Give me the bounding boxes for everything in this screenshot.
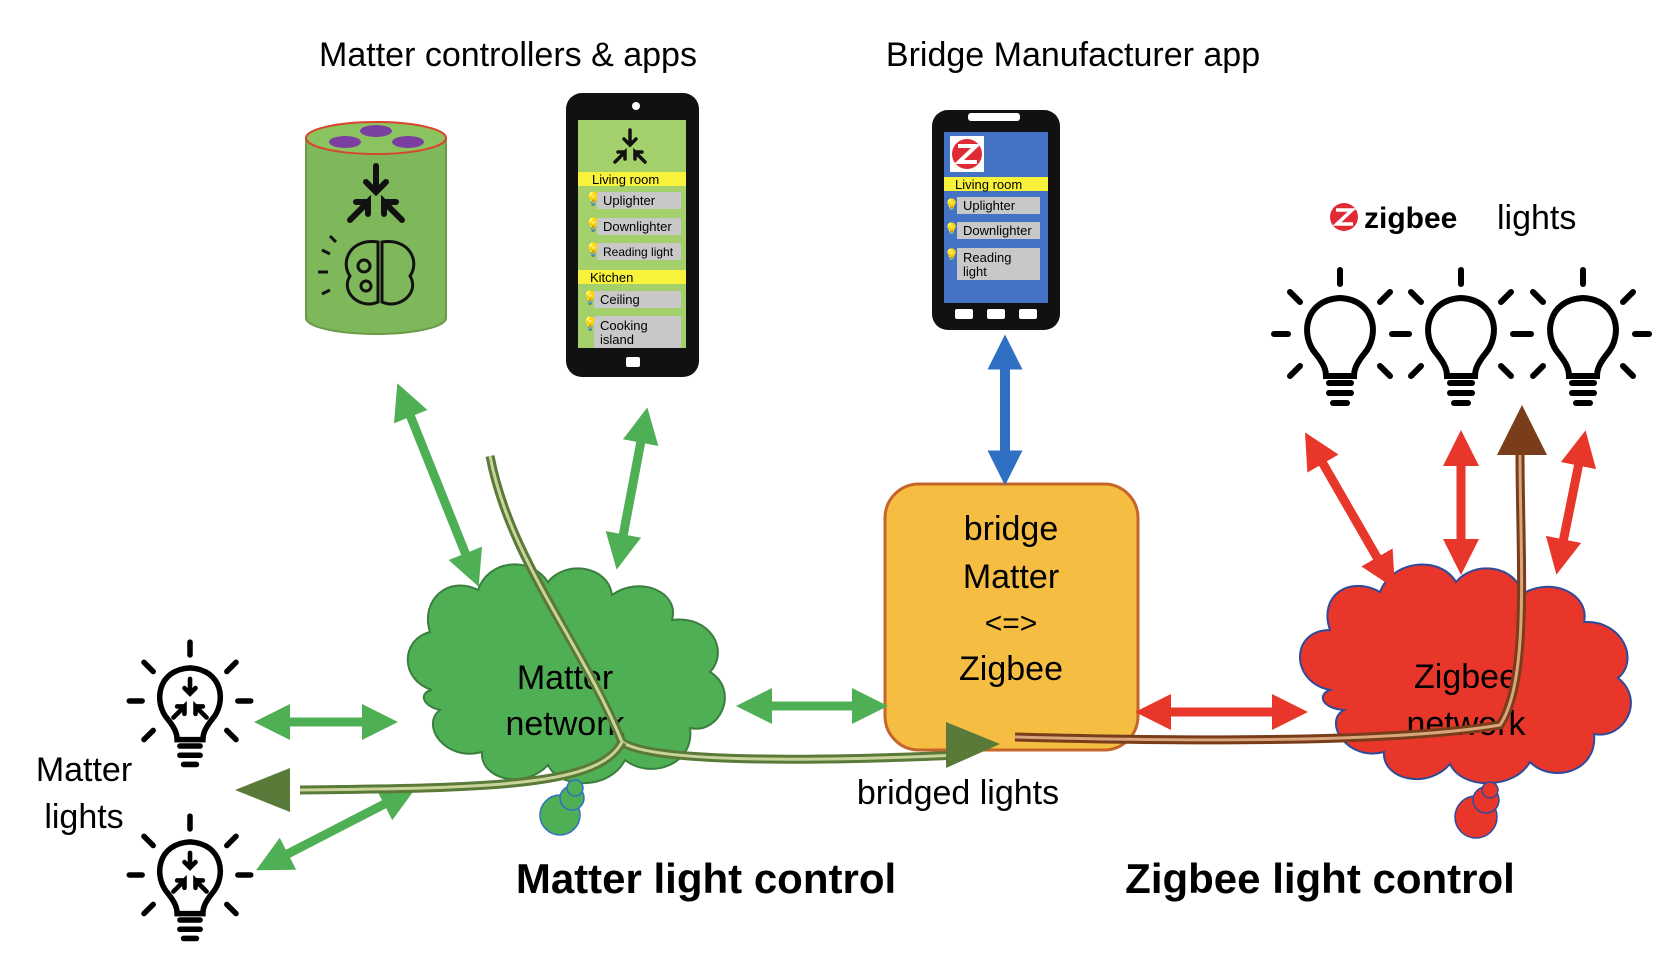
app-device-reading-light[interactable]: 💡 Reading light (585, 242, 681, 260)
bridge-app-device-uplighter[interactable]: 💡 Uplighter (944, 197, 1040, 214)
zigbee-heading: zigbee lights (1330, 199, 1576, 237)
app-device-ceiling[interactable]: 💡 Ceiling (582, 290, 681, 308)
zigbee-brand-text: zigbee (1364, 202, 1457, 235)
matter-lights-label: lights (44, 798, 123, 836)
bridged-lights-label: bridged lights (857, 774, 1059, 812)
zigbee-control-label: Zigbee light control (1125, 855, 1515, 902)
matter-app-phone[interactable]: Living room 💡 Uplighter 💡 Downlighter 💡 … (566, 93, 699, 377)
device-label: Downlighter (603, 219, 672, 234)
bulb-icon: 💡 (944, 198, 959, 212)
bridge-line: Matter (963, 558, 1059, 596)
zigbee-network-cloud: Zigbee network (1299, 563, 1632, 839)
device-label: light (963, 264, 987, 279)
device-label: Reading light (603, 245, 674, 259)
bulb-icon: 💡 (944, 248, 959, 262)
matter-lights-label: Matter (36, 751, 132, 789)
bridge-box: bridge Matter <=> Zigbee (883, 482, 1140, 752)
app-device-cooking-island[interactable]: 💡 Cooking island (582, 316, 681, 348)
device-label: Reading (963, 250, 1011, 265)
zigbee-link-arrows (1135, 430, 1597, 730)
zigbee-lights-heading: lights (1497, 199, 1576, 237)
app-room-living: Living room (592, 172, 659, 187)
bridge-line: <=> (985, 607, 1038, 640)
matter-logo-icon (613, 128, 647, 164)
device-label: Cooking (600, 318, 648, 333)
bridge-app-device-reading-light[interactable]: 💡 Reading light (944, 248, 1040, 280)
device-label: island (600, 332, 634, 347)
app-device-downlighter[interactable]: 💡 Downlighter (585, 217, 681, 235)
matter-control-flow (235, 455, 1000, 812)
manufacturer-app-heading: Bridge Manufacturer app (886, 36, 1260, 74)
app-room-kitchen: Kitchen (590, 270, 633, 285)
zigbee-cloud-label: Zigbee (1414, 658, 1518, 696)
device-label: Downlighter (963, 223, 1032, 238)
matter-network-cloud: Matter network (406, 563, 726, 836)
zigbee-bulb-icon (1271, 267, 1409, 406)
zigbee-logo-icon (950, 136, 984, 172)
matter-link-arrows (254, 383, 888, 871)
bridge-line: Zigbee (959, 650, 1063, 688)
app-device-uplighter[interactable]: 💡 Uplighter (585, 191, 681, 209)
bridge-app-device-downlighter[interactable]: 💡 Downlighter (944, 222, 1040, 239)
zigbee-control-flow (1014, 405, 1547, 745)
smart-speaker-icon (305, 121, 447, 335)
bridge-app-room: Living room (955, 177, 1022, 192)
matter-bulb-icon (126, 639, 254, 768)
device-label: Ceiling (600, 292, 640, 307)
bridge-app-phone[interactable]: Living room 💡 Uplighter 💡 Downlighter 💡 … (932, 110, 1060, 330)
matter-control-label: Matter light control (516, 855, 896, 902)
bulb-icon: 💡 (944, 222, 959, 236)
matter-bulb-icon (126, 813, 254, 942)
zigbee-bulb-icon (1514, 267, 1652, 406)
bridge-line: bridge (964, 510, 1059, 548)
device-label: Uplighter (603, 193, 656, 208)
device-label: Uplighter (963, 198, 1016, 213)
zigbee-bulb-icon (1392, 267, 1530, 406)
controllers-heading: Matter controllers & apps (319, 36, 697, 74)
